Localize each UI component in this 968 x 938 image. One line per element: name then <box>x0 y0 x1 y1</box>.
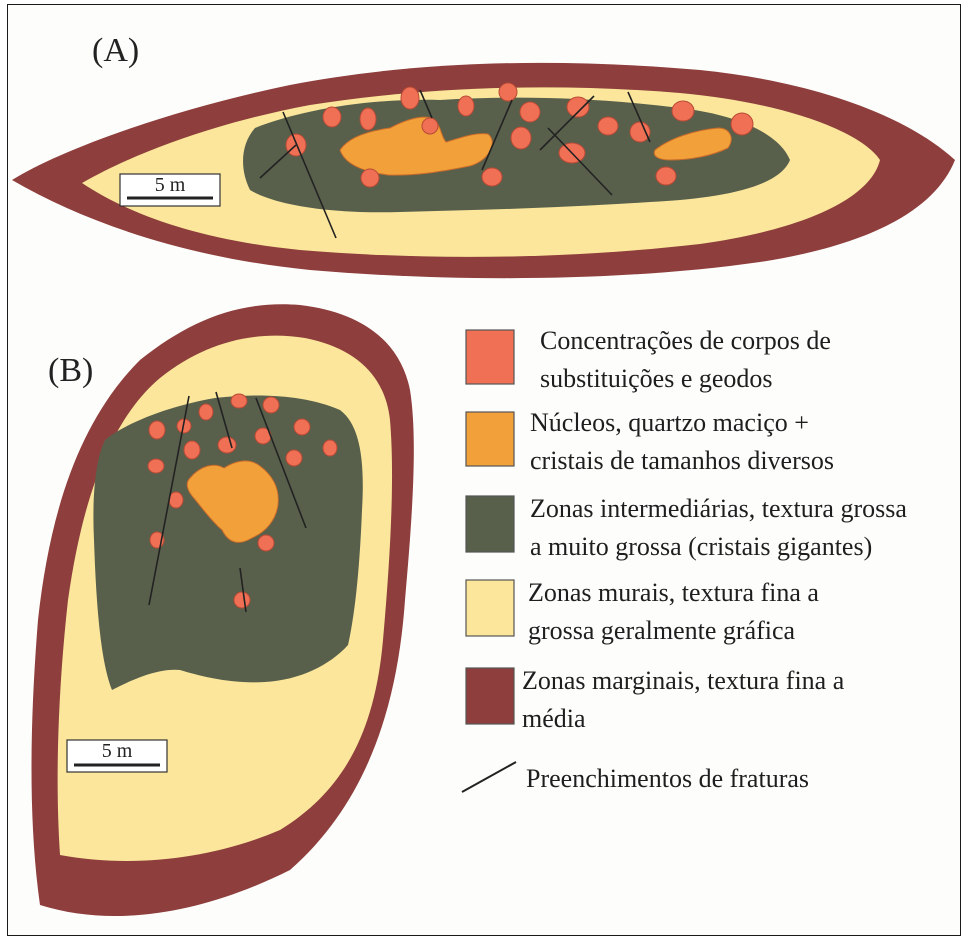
replacement-body <box>294 419 310 435</box>
replacement-body <box>258 535 274 551</box>
legend-text-line: média <box>522 700 844 738</box>
legend-swatches <box>466 330 514 724</box>
replacement-body <box>401 87 419 109</box>
legend-text-line: substituições e geodos <box>540 360 831 398</box>
replacement-body <box>360 108 376 130</box>
legend-text-line: Zonas marginais, textura fina a <box>522 662 844 700</box>
legend-entry-cores: Núcleos, quartzo maciço + cristais de ta… <box>530 404 834 480</box>
legend-text-line: cristais de tamanhos diversos <box>530 442 834 480</box>
legend-text-line: Concentrações de corpos de <box>540 322 831 360</box>
legend-text-line: Preenchimentos de fraturas <box>526 760 809 798</box>
replacement-body <box>656 167 676 185</box>
replacement-body <box>169 492 183 508</box>
legend-text-line: Zonas intermediárias, textura grossa <box>530 490 907 528</box>
scale-bar-b-label: 5 m <box>67 740 167 763</box>
legend-text-line: grossa geralmente gráfica <box>528 612 819 650</box>
legend-entry-replacement: Concentrações de corpos de substituições… <box>540 322 831 398</box>
replacement-body <box>567 97 589 117</box>
legend-text-line: Zonas murais, textura fina a <box>528 574 819 612</box>
legend-entry-fractures: Preenchimentos de fraturas <box>526 760 809 798</box>
replacement-body <box>511 127 531 149</box>
replacement-body <box>630 122 650 142</box>
replacement-body <box>286 450 302 466</box>
scale-bar-a-label: 5 m <box>120 174 220 197</box>
swatch-fractures <box>462 762 516 792</box>
replacement-body <box>263 397 279 413</box>
swatch-intermediate <box>466 496 514 552</box>
replacement-body <box>731 113 753 135</box>
legend-entry-border: Zonas marginais, textura fina a média <box>522 662 844 738</box>
pegmatite-body-b <box>32 304 414 916</box>
panel-b-label: (B) <box>48 352 93 390</box>
replacement-body <box>231 394 247 408</box>
replacement-body <box>184 441 200 459</box>
replacement-body <box>148 459 164 473</box>
legend-text-line: a muito grossa (cristais gigantes) <box>530 528 907 566</box>
legend-entry-intermediate: Zonas intermediárias, textura grossa a m… <box>530 490 907 566</box>
replacement-body <box>199 404 213 420</box>
replacement-body <box>482 168 502 186</box>
swatch-cores <box>466 412 514 466</box>
replacement-body <box>458 96 474 116</box>
legend-entry-wall: Zonas murais, textura fina a grossa gera… <box>528 574 819 650</box>
replacement-body <box>234 592 250 608</box>
replacement-body <box>422 118 438 134</box>
swatch-wall <box>466 580 514 636</box>
swatch-border <box>466 668 514 724</box>
replacement-body <box>499 83 517 101</box>
replacement-body <box>149 421 165 439</box>
panel-a-label: (A) <box>92 32 139 70</box>
replacement-body <box>672 101 694 121</box>
swatch-replacement <box>466 330 514 384</box>
legend-text-line: Núcleos, quartzo maciço + <box>530 404 834 442</box>
replacement-body <box>361 169 379 187</box>
replacement-body <box>218 437 236 453</box>
replacement-body <box>520 102 540 122</box>
replacement-body <box>598 117 618 135</box>
pegmatite-body-a <box>12 63 955 278</box>
replacement-body <box>323 107 341 127</box>
replacement-body <box>323 440 337 456</box>
